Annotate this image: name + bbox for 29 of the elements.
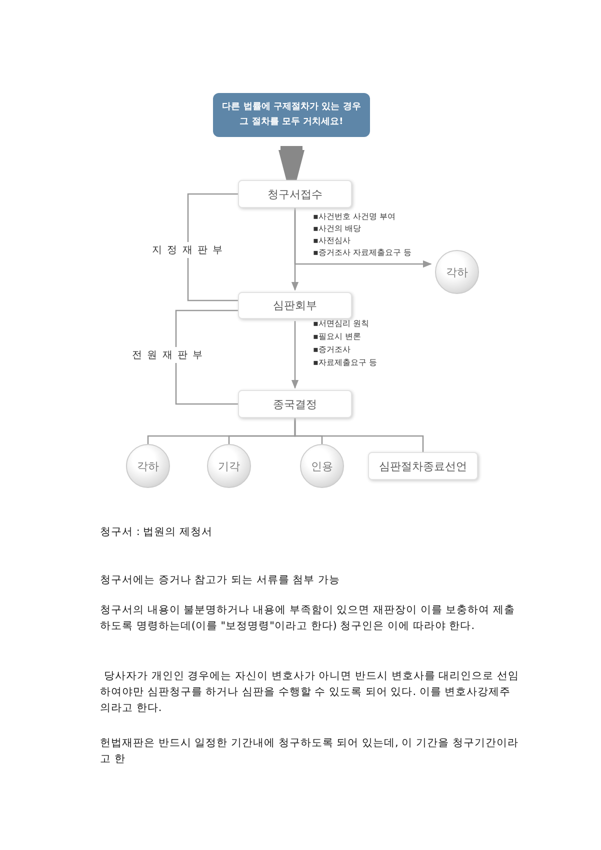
- result-circle: 인용: [300, 444, 344, 488]
- bullet-item: ▪증거조사 자료제출요구 등: [313, 247, 412, 258]
- connector-line: [175, 310, 238, 405]
- bullet-item: ▪사전심사: [313, 235, 350, 246]
- process-box: 종국결정: [238, 390, 352, 418]
- process-box: 심판회부: [238, 292, 352, 319]
- bullet-item: ▪자료제출요구 등: [313, 357, 377, 368]
- bullet-item: ▪필요시 변론: [313, 331, 361, 342]
- edge-label: 지 정 재 판 부: [152, 242, 224, 258]
- result-circle: 각하: [435, 250, 479, 294]
- paragraph: 청구서의 내용이 불분명하거나 내용에 부족함이 있으면 재판장이 이를 보충하여 제출하도록 명령하는데(이를 "보정명령"이라고 한다) 청구인은 이에 따라야 한다.: [100, 603, 516, 634]
- edge-label: 전 원 재 판 부: [132, 346, 204, 363]
- result-box: 심판절차종료선언: [368, 452, 478, 480]
- result-circle: 각하: [126, 444, 170, 488]
- arrow: [294, 208, 432, 268]
- paragraph: 청구서 : 법원의 제청서: [100, 525, 214, 540]
- bullet-item: ▪사건번호 사건명 부여: [313, 211, 396, 222]
- bullet-item: ▪증거조사: [313, 344, 350, 355]
- paragraph: 청구서에는 증거나 참고가 되는 서류를 첨부 가능: [100, 573, 342, 588]
- arrow: [291, 321, 299, 389]
- heading-box: 다른 법률에 구제절차가 있는 경우 그 절차를 모두 거치세요!: [213, 93, 370, 137]
- paragraph: 당사자가 개인인 경우에는 자신이 변호사가 아니면 반드시 변호사를 대리인으로 선임하여야만 심판청구를 하거나 심판을 수행할 수 있도록 되어 있다. 이를 변호사강제주의라고 한다.: [100, 669, 520, 716]
- result-circle: 기각: [207, 444, 251, 488]
- connector-line: [187, 193, 238, 302]
- process-box: 청구서접수: [238, 180, 352, 208]
- bullet-item: ▪서면심리 원칙: [313, 318, 369, 329]
- bullet-item: ▪사건의 배당: [313, 223, 361, 234]
- paragraph: 헌법재판은 반드시 일정한 기간내에 청구하도록 되어 있는데, 이 기간을 청구기간이라고 한: [100, 736, 520, 767]
- connector-line: [294, 418, 424, 452]
